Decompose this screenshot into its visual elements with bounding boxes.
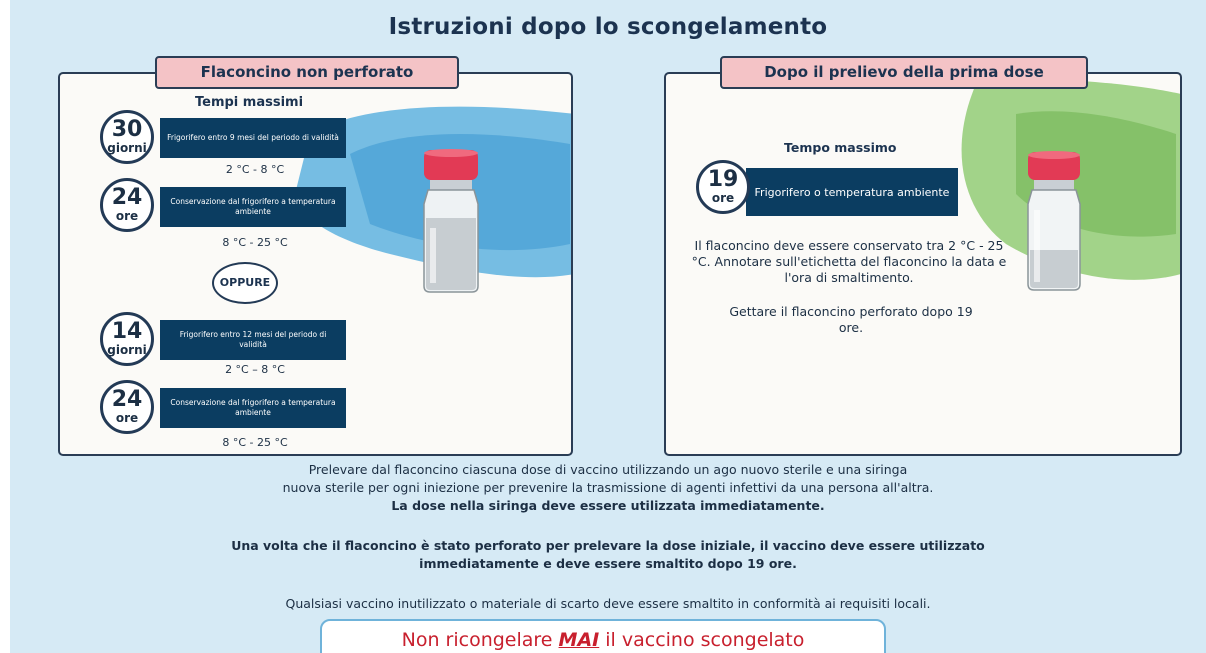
page: Istruzioni dopo lo scongelamento Tempi m… xyxy=(10,0,1206,653)
storage-bar-2: Conservazione dal frigorifero a temperat… xyxy=(160,187,346,227)
duration-number: 24 xyxy=(111,387,143,412)
warning-text-end: il vaccino scongelato xyxy=(599,629,805,651)
instruction-line-1: Prelevare dal flaconcino ciascuna dose d… xyxy=(308,462,908,477)
tab-after-first-dose: Dopo il prelievo della prima dose xyxy=(720,56,1088,89)
tab-unpunctured-vial: Flaconcino non perforato xyxy=(155,56,459,89)
temperature-range-4: 8 °C - 25 °C xyxy=(222,436,288,449)
duration-circle-2: 24 ore xyxy=(100,178,154,232)
temperature-range-1: 2 °C - 8 °C xyxy=(225,163,285,176)
duration-number: 19 xyxy=(707,167,739,192)
duration-circle-right: 19 ore xyxy=(696,160,750,214)
instruction-line-6: Qualsiasi vaccino inutilizzato o materia… xyxy=(285,596,931,611)
right-heading: Tempo massimo xyxy=(784,140,897,155)
left-heading: Tempi massimi xyxy=(195,95,304,110)
page-title: Istruzioni dopo lo scongelamento xyxy=(388,14,828,40)
storage-bar-1: Frigorifero entro 9 mesi del periodo di … xyxy=(160,118,346,158)
disposal-instructions: Gettare il flaconcino perforato dopo 19 … xyxy=(729,304,973,335)
unpunctured-vial-panel: Tempi massimi Frigorifero entro 9 mesi d… xyxy=(58,72,573,456)
instruction-line-3: La dose nella siringa deve essere utiliz… xyxy=(391,498,825,513)
temperature-range-3: 2 °C – 8 °C xyxy=(225,363,285,376)
instruction-line-5: immediatamente e deve essere smaltito do… xyxy=(419,556,797,571)
vial-punctured-icon xyxy=(1027,151,1081,291)
duration-unit: giorni xyxy=(107,343,147,357)
duration-unit: ore xyxy=(115,411,139,425)
punctured-vial-panel: Tempo massimo Frigorifero o temperatura … xyxy=(664,72,1182,456)
duration-number: 24 xyxy=(111,185,143,210)
storage-bar-3: Frigorifero entro 12 mesi del periodo di… xyxy=(160,320,346,360)
duration-circle-1: 30 giorni xyxy=(100,110,154,164)
instruction-line-4: Una volta che il flaconcino è stato perf… xyxy=(231,538,985,553)
warning-emphasis: MAI xyxy=(558,629,600,651)
instruction-line-2: nuova sterile per ogni iniezione per pre… xyxy=(282,480,934,495)
duration-unit: giorni xyxy=(107,141,147,155)
storage-bar-4: Conservazione dal frigorifero a temperat… xyxy=(160,388,346,428)
warning-text-start: Non ricongelare xyxy=(401,629,559,651)
vial-full-icon xyxy=(423,149,479,293)
duration-number: 30 xyxy=(111,117,143,142)
refreeze-warning: Non ricongelare MAI il vaccino scongelat… xyxy=(320,619,886,653)
duration-circle-3: 14 giorni xyxy=(100,312,154,366)
storage-bar-right: Frigorifero o temperatura ambiente xyxy=(746,168,958,216)
storage-instructions: Il flaconcino deve essere conservato tra… xyxy=(691,238,1007,285)
duration-circle-4: 24 ore xyxy=(100,380,154,434)
duration-number: 14 xyxy=(111,319,143,344)
duration-unit: ore xyxy=(711,191,735,205)
oppure-badge: OPPURE xyxy=(212,262,278,304)
temperature-range-2: 8 °C - 25 °C xyxy=(222,236,288,249)
duration-unit: ore xyxy=(115,209,139,223)
